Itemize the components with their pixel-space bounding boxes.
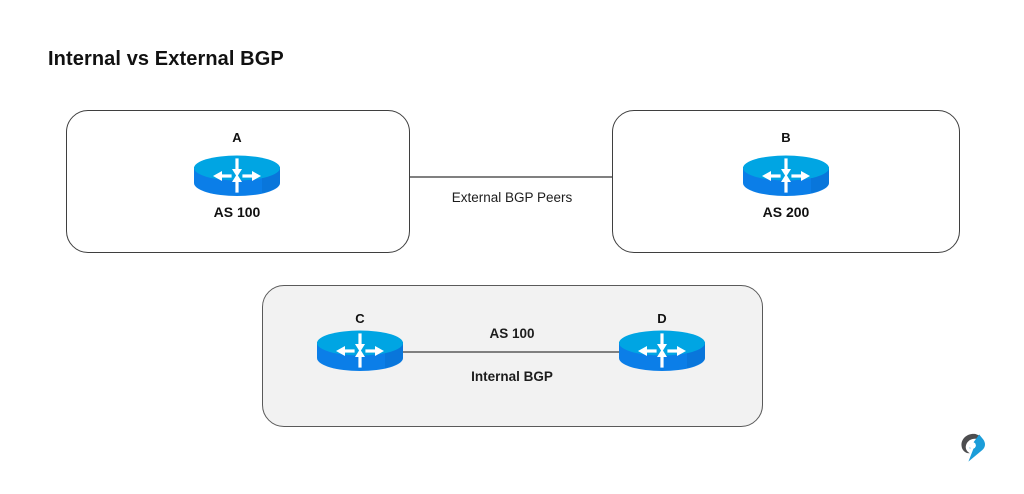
link-label-ibgp-as: AS 100 xyxy=(489,326,535,341)
router-label-a: A xyxy=(232,130,242,145)
brand-logo xyxy=(955,428,995,468)
router-icon-c[interactable] xyxy=(315,330,405,372)
as-label-a: AS 100 xyxy=(213,204,261,220)
link-label-ibgp: Internal BGP xyxy=(471,369,553,384)
link-label-ebgp: External BGP Peers xyxy=(451,190,573,205)
router-icon-d[interactable] xyxy=(617,330,707,372)
router-label-d: D xyxy=(657,311,667,326)
router-label-c: C xyxy=(355,311,365,326)
link-line-ebgp xyxy=(280,176,748,178)
as-label-b: AS 200 xyxy=(762,204,810,220)
router-icon-b[interactable] xyxy=(741,155,831,197)
router-icon-a[interactable] xyxy=(192,155,282,197)
page-title: Internal vs External BGP xyxy=(48,48,284,70)
router-label-b: B xyxy=(781,130,791,145)
link-line-ibgp xyxy=(400,351,622,353)
